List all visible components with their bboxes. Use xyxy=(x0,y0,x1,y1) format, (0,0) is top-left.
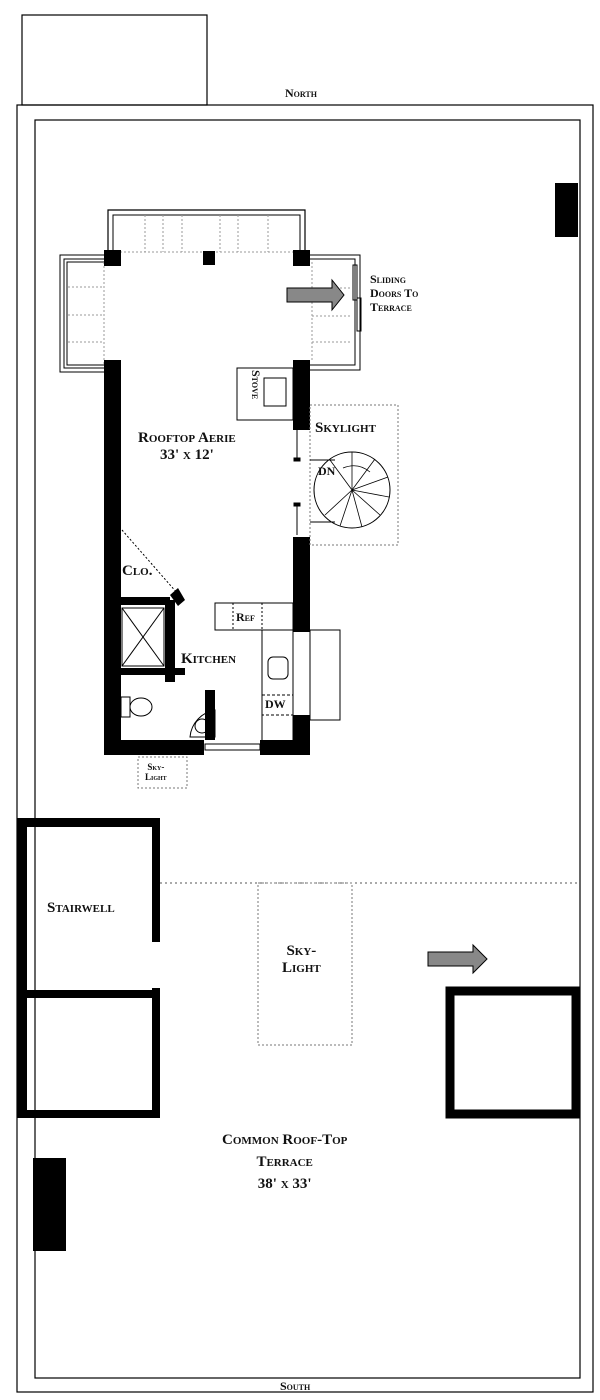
north-label: North xyxy=(285,86,317,100)
ref-label: Ref xyxy=(236,610,255,624)
label-line: Light xyxy=(282,960,321,977)
small-skylight-label: Sky- Light xyxy=(145,762,167,783)
stairwell-walls xyxy=(17,818,160,1118)
shower-icon xyxy=(121,607,165,667)
room-name: Common Roof-Top xyxy=(222,1132,348,1148)
note-line: Sliding xyxy=(370,272,407,286)
kitchen-label: Kitchen xyxy=(181,651,237,667)
label-line: Sky- xyxy=(147,762,165,772)
aerie-label: Rooftop Aerie 33' x 12' xyxy=(138,430,236,465)
stair-down-label: DN xyxy=(318,464,336,478)
arrow-right-icon xyxy=(286,278,345,312)
label-line: Light xyxy=(145,772,167,783)
spiral-stair-icon xyxy=(310,451,391,529)
dishwasher xyxy=(261,694,294,716)
roof-vent xyxy=(33,1158,66,1251)
south-label: South xyxy=(280,1379,311,1393)
kitchen-sink-icon xyxy=(267,656,289,680)
roof-structure-box xyxy=(445,986,581,1119)
label-line: Sky- xyxy=(286,943,317,959)
kitchen-counter xyxy=(214,602,341,744)
bay-window-right xyxy=(310,254,362,371)
bay-window-top xyxy=(107,209,306,255)
aerie-walls xyxy=(104,250,310,755)
room-name: Terrace xyxy=(256,1153,313,1170)
top-left-structure xyxy=(21,14,208,106)
room-size: 33' x 12' xyxy=(159,447,214,464)
note-line: Doors To xyxy=(370,285,419,300)
sliding-door-panel xyxy=(356,297,362,332)
skylight-outline xyxy=(309,404,399,546)
stairwell-label: Stairwell xyxy=(47,900,115,916)
room-name: Rooftop Aerie xyxy=(138,430,236,446)
terrace-label: Common Roof-Top Terrace 38' x 33' xyxy=(222,1130,347,1195)
stove xyxy=(236,367,294,421)
note-line: Terrace xyxy=(370,299,412,314)
roof-vent xyxy=(555,183,578,237)
arrow-right-icon xyxy=(427,943,488,975)
skylight-label: Skylight xyxy=(315,420,376,436)
large-skylight-label: Sky- Light xyxy=(282,943,321,978)
dishwasher-label: DW xyxy=(265,697,286,711)
bay-window-left xyxy=(59,254,105,373)
sink-icon xyxy=(189,709,216,738)
closet-door-swing xyxy=(121,529,179,595)
roof-inner-outline xyxy=(34,119,581,1379)
door-jambs xyxy=(204,430,301,751)
room-size: 38' x 33' xyxy=(257,1175,312,1192)
toilet-icon xyxy=(120,696,153,718)
sliding-doors-note: Sliding Doors To Terrace xyxy=(370,272,419,314)
sliding-door-panel xyxy=(352,264,358,301)
stove-label: Stove xyxy=(249,370,263,400)
small-skylight-outline xyxy=(137,756,188,789)
closet-label: Clo. xyxy=(122,563,153,579)
roof-outer-outline xyxy=(16,104,594,1393)
